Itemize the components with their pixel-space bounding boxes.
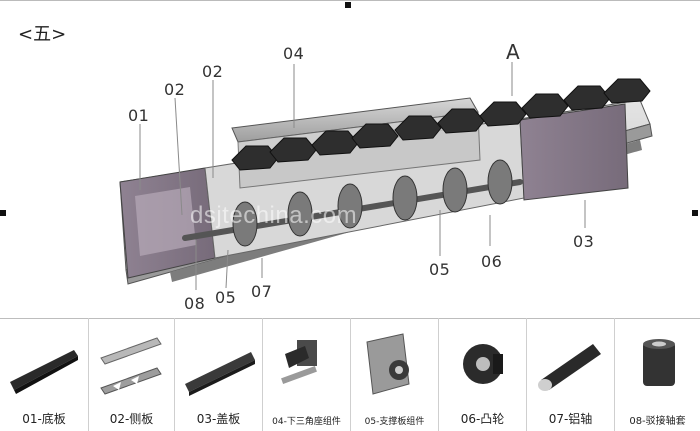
section-marker: A xyxy=(506,40,521,64)
label-05-b: 05 xyxy=(215,288,237,307)
legend-item: 07-铝轴 xyxy=(526,318,614,431)
label-02-a: 02 xyxy=(164,80,186,99)
parts-legend: 01-底板 02-侧板 03-盖板 04-下三角座组件 05-支 xyxy=(0,318,700,431)
label-07: 07 xyxy=(251,282,273,301)
label-02-b: 02 xyxy=(202,62,224,81)
side-plate-icon xyxy=(100,337,162,395)
label-04: 04 xyxy=(283,44,305,63)
legend-item: 03-盖板 xyxy=(174,318,262,431)
label-08: 08 xyxy=(184,294,206,313)
legend-item: 02-侧板 xyxy=(88,318,174,431)
legend-caption: 07-铝轴 xyxy=(548,412,593,426)
legend-caption: 01-底板 xyxy=(22,412,66,426)
cam-icon xyxy=(463,344,503,384)
label-03: 03 xyxy=(573,232,595,251)
legend-item: 04-下三角座组件 xyxy=(262,318,350,431)
assembly-drawing xyxy=(0,0,700,290)
support-plate-assembly-icon xyxy=(366,333,410,395)
legend-item: 05-支撑板组件 xyxy=(350,318,438,431)
label-01: 01 xyxy=(128,106,150,125)
legend-caption: 06-凸轮 xyxy=(460,412,505,426)
shaft-coupling-sleeve-icon xyxy=(643,339,675,386)
legend-caption: 03-盖板 xyxy=(196,412,241,426)
legend-caption: 08-驳接轴套 xyxy=(629,416,686,427)
label-06: 06 xyxy=(481,252,503,271)
label-05-a: 05 xyxy=(429,260,451,279)
watermark: dsjtechina.com xyxy=(190,202,358,229)
cover-plate-icon xyxy=(185,352,255,396)
legend-caption: 05-支撑板组件 xyxy=(364,417,425,427)
page-title: <五> xyxy=(18,24,67,45)
legend-item: 06-凸轮 xyxy=(438,318,526,431)
base-plate-icon xyxy=(10,350,78,394)
legend-caption: 04-下三角座组件 xyxy=(272,417,341,427)
legend-item: 01-底板 xyxy=(0,318,88,431)
triangle-seat-assembly-icon xyxy=(281,340,317,384)
legend-caption: 02-侧板 xyxy=(109,412,154,426)
aluminum-shaft-icon xyxy=(538,344,601,391)
legend-item: 08-驳接轴套 xyxy=(614,318,700,431)
